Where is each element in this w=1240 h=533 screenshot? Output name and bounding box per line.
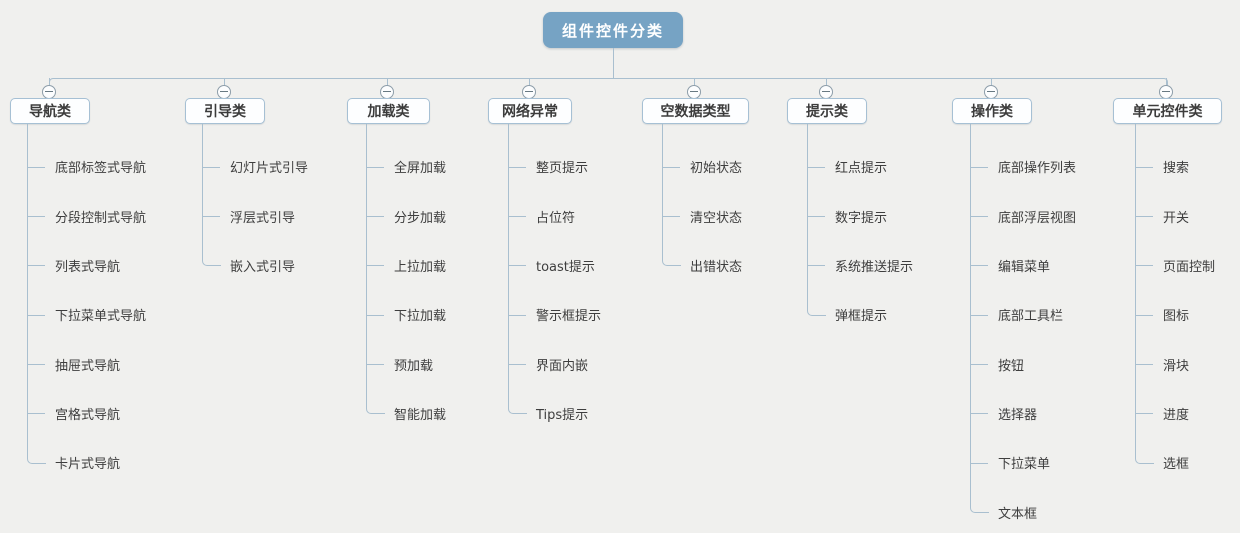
leaf-node[interactable]: 占位符 — [507, 191, 601, 240]
leaf-list: 搜索 开关 页面控制 图标 滑块 进度 选框 — [1134, 142, 1215, 487]
leaf-node[interactable]: 整页提示 — [507, 142, 601, 191]
branch-spine-line — [970, 124, 989, 514]
collapse-minus-icon[interactable] — [687, 85, 701, 99]
leaf-node[interactable]: 下拉菜单 — [969, 438, 1076, 487]
branch-bus-line — [49, 78, 1168, 87]
leaf-node[interactable]: 底部浮层视图 — [969, 191, 1076, 240]
leaf-node[interactable]: 浮层式引导 — [201, 191, 308, 240]
collapse-minus-icon[interactable] — [42, 85, 56, 99]
leaf-node[interactable]: 列表式导航 — [26, 241, 146, 290]
branch-spine-line — [202, 124, 221, 267]
category-node-guide[interactable]: 引导类 — [185, 98, 265, 124]
collapse-minus-icon[interactable] — [819, 85, 833, 99]
collapse-minus-icon[interactable] — [522, 85, 536, 99]
leaf-node[interactable]: 幻灯片式引导 — [201, 142, 308, 191]
root-node[interactable]: 组件控件分类 — [543, 12, 683, 48]
leaf-node[interactable]: 红点提示 — [806, 142, 913, 191]
leaf-list: 全屏加载 分步加载 上拉加载 下拉加载 预加载 智能加载 — [365, 142, 447, 438]
leaf-node[interactable]: 初始状态 — [661, 142, 742, 191]
leaf-list: 红点提示 数字提示 系统推送提示 弹框提示 — [806, 142, 913, 339]
leaf-node[interactable]: 全屏加载 — [365, 142, 446, 191]
category-node-operation[interactable]: 操作类 — [952, 98, 1032, 124]
leaf-node[interactable]: 进度 — [1134, 389, 1215, 438]
leaf-node[interactable]: 分段控制式导航 — [26, 191, 146, 240]
leaf-list: 底部标签式导航 分段控制式导航 列表式导航 下拉菜单式导航 抽屉式导航 宫格式导… — [26, 142, 146, 487]
leaf-node[interactable]: toast提示 — [507, 241, 601, 290]
root-connector-line — [613, 48, 614, 79]
category-node-tips[interactable]: 提示类 — [787, 98, 867, 124]
category-node-loading[interactable]: 加载类 — [347, 98, 430, 124]
leaf-node[interactable]: 出错状态 — [690, 259, 743, 275]
leaf-node[interactable]: 按钮 — [969, 339, 1076, 388]
leaf-node[interactable]: 抽屉式导航 — [26, 339, 146, 388]
leaf-node[interactable]: 界面内嵌 — [507, 339, 601, 388]
leaf-node[interactable]: 数字提示 — [806, 191, 913, 240]
leaf-node[interactable]: 选框 — [1163, 457, 1190, 473]
leaf-node[interactable]: 智能加载 — [394, 407, 447, 423]
category-node-unit-control[interactable]: 单元控件类 — [1113, 98, 1222, 124]
branch-spine-line — [662, 124, 681, 267]
category-node-network-error[interactable]: 网络异常 — [488, 98, 572, 124]
leaf-node[interactable]: 开关 — [1134, 191, 1215, 240]
leaf-node[interactable]: 预加载 — [365, 339, 446, 388]
collapse-minus-icon[interactable] — [1159, 85, 1173, 99]
leaf-node[interactable]: 弹框提示 — [835, 309, 888, 325]
leaf-node[interactable]: 编辑菜单 — [969, 241, 1076, 290]
leaf-node[interactable]: 清空状态 — [661, 191, 742, 240]
leaf-list: 整页提示 占位符 toast提示 警示框提示 界面内嵌 Tips提示 — [507, 142, 601, 438]
leaf-node[interactable]: 卡片式导航 — [55, 457, 121, 473]
leaf-node[interactable]: 下拉菜单式导航 — [26, 290, 146, 339]
leaf-node[interactable]: 底部操作列表 — [969, 142, 1076, 191]
leaf-node[interactable]: 文本框 — [998, 506, 1038, 522]
leaf-list: 初始状态 清空状态 出错状态 — [661, 142, 743, 290]
leaf-node[interactable]: 选择器 — [969, 389, 1076, 438]
branch-spine-line — [807, 124, 826, 316]
category-node-empty-data[interactable]: 空数据类型 — [642, 98, 749, 124]
leaf-list: 底部操作列表 底部浮层视图 编辑菜单 底部工具栏 按钮 选择器 下拉菜单 文本框 — [969, 142, 1076, 533]
leaf-node[interactable]: 上拉加载 — [365, 241, 446, 290]
leaf-node[interactable]: 底部工具栏 — [969, 290, 1076, 339]
leaf-node[interactable]: 嵌入式引导 — [230, 259, 296, 275]
leaf-node[interactable]: 系统推送提示 — [806, 241, 913, 290]
leaf-node[interactable]: 警示框提示 — [507, 290, 601, 339]
leaf-node[interactable]: 搜索 — [1134, 142, 1215, 191]
leaf-node[interactable]: 滑块 — [1134, 339, 1215, 388]
leaf-node[interactable]: 底部标签式导航 — [26, 142, 146, 191]
collapse-minus-icon[interactable] — [217, 85, 231, 99]
leaf-node[interactable]: 页面控制 — [1134, 241, 1215, 290]
collapse-minus-icon[interactable] — [984, 85, 998, 99]
leaf-node[interactable]: 分步加载 — [365, 191, 446, 240]
leaf-node[interactable]: 图标 — [1134, 290, 1215, 339]
collapse-minus-icon[interactable] — [380, 85, 394, 99]
leaf-node[interactable]: 宫格式导航 — [26, 389, 146, 438]
category-node-navigation[interactable]: 导航类 — [10, 98, 90, 124]
leaf-node[interactable]: 下拉加载 — [365, 290, 446, 339]
leaf-node[interactable]: Tips提示 — [536, 407, 589, 423]
leaf-list: 幻灯片式引导 浮层式引导 嵌入式引导 — [201, 142, 308, 290]
